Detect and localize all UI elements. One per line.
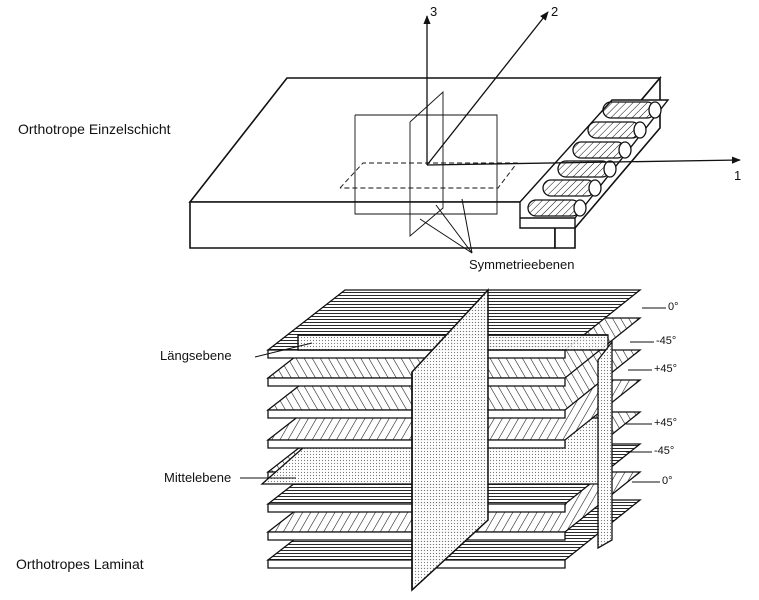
laminate-label: Orthotropes Laminat [16, 556, 144, 572]
ply-angle-4: +45° [654, 417, 678, 429]
axes [423, 11, 741, 166]
ply-angle-5: -45° [654, 445, 675, 457]
longitudinal-plane [297, 334, 609, 351]
single-layer-label: Orthotrope Einzelschicht [18, 121, 171, 137]
ply-angle-1: 0° [668, 301, 679, 313]
ply-angle-2: -45° [656, 335, 677, 347]
ply-angle-3: +45° [654, 363, 678, 375]
angle-leaders [626, 307, 666, 483]
axis-1-label: 1 [734, 168, 742, 183]
symmetry-leaders [419, 198, 473, 254]
slab-front-face [189, 201, 556, 249]
side-plane [597, 340, 613, 550]
fiber-ends [527, 101, 662, 217]
axis-1 [426, 156, 741, 166]
vertical-plane [411, 288, 489, 592]
leader-laengsebene [254, 342, 313, 358]
mid-plane-label: Mittelebene [164, 470, 232, 485]
ply-angle-6: 0° [662, 475, 673, 487]
axis-2-label: 2 [551, 4, 559, 19]
axis-3-label: 3 [430, 4, 438, 19]
axis-2 [426, 11, 549, 166]
longitudinal-plane-label: Längsebene [160, 348, 232, 363]
symmetry-planes-label: Symmetrieebenen [469, 257, 575, 272]
